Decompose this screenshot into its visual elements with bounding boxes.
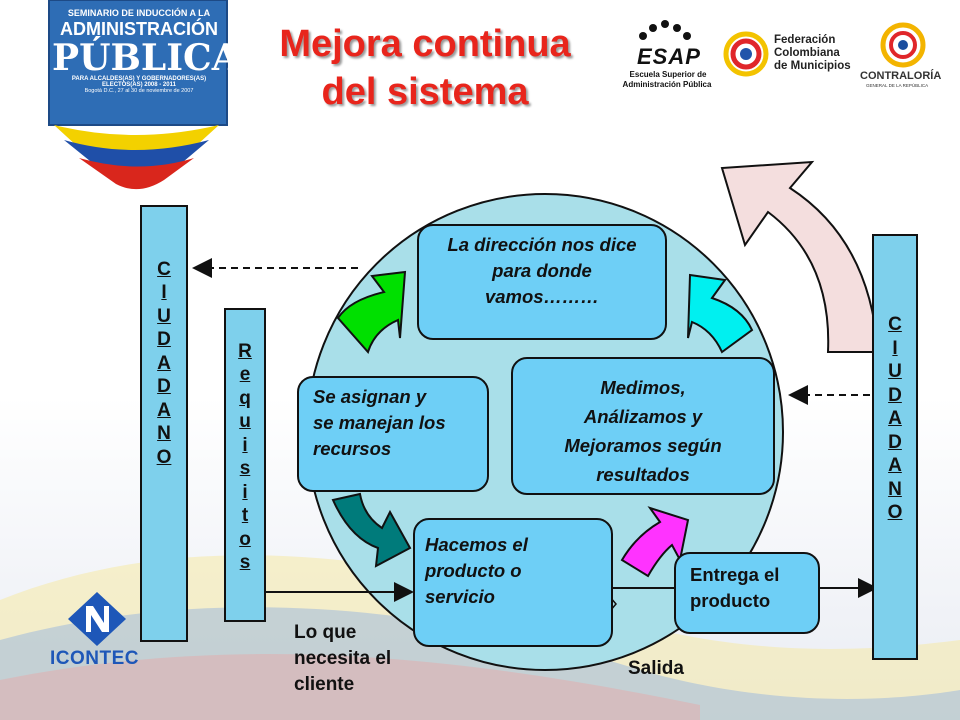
- requisitos-letter: R: [238, 340, 252, 362]
- lo-que-line3: cliente: [294, 674, 355, 695]
- seminar-line4: PARA ALCALDES(AS) Y GOBERNADORES(AS): [71, 76, 207, 82]
- lo-que-necesita-label: Lo que necesita el cliente: [294, 620, 391, 698]
- federacion-line1: Federación: [774, 34, 836, 46]
- ciudadano-right-letter: I: [892, 337, 898, 359]
- seminar-line2: ADMINISTRACIÓN: [60, 19, 218, 39]
- green-cycle-arrow: [336, 270, 407, 354]
- ciudadano-left-letter: C: [157, 258, 171, 280]
- recursos-line1: Se asignan y: [313, 386, 427, 407]
- icontec-n-icon: [68, 592, 126, 646]
- ciudadano-right-letter: D: [888, 431, 902, 453]
- recursos-line3: recursos: [313, 438, 392, 459]
- seminar-line5: ELECTOS(AS) 2008 - 2011: [102, 82, 176, 88]
- ciudadano-right-letter: U: [888, 361, 902, 383]
- card-medimos: Medimos, Análizamos y Mejoramos según re…: [511, 357, 775, 495]
- seminar-logo: SEMINARIO DE INDUCCIÓN A LA ADMINISTRACI…: [44, 0, 240, 200]
- ciudadano-left-letter: A: [157, 399, 171, 421]
- direccion-line3: vamos………: [484, 286, 600, 307]
- requisitos-letter: o: [239, 528, 251, 550]
- medimos-line3: Mejoramos según: [564, 435, 722, 456]
- ciudadano-right-letter: D: [888, 384, 902, 406]
- ciudadano-left-letter: D: [157, 376, 171, 398]
- icontec-wordmark: ICONTEC: [50, 648, 139, 669]
- entrega-line1: Entrega el: [690, 564, 780, 585]
- seminar-line6: Bogotá D.C., 27 al 30 de noviembre de 20…: [84, 88, 194, 94]
- contraloria-subtitle: GENERAL DE LA REPÚBLICA: [866, 83, 929, 88]
- direccion-line1: La dirección nos dice: [447, 234, 637, 255]
- recursos-line2: se manejan los: [313, 412, 446, 433]
- requisitos-letter: q: [239, 387, 251, 409]
- esap-figures-icon: [639, 20, 691, 40]
- magenta-cycle-arrow: [620, 506, 690, 578]
- federacion-line3: de Municipios: [774, 60, 851, 72]
- contraloria-emblem-icon: [880, 22, 926, 68]
- lo-que-line2: necesita el: [294, 648, 392, 669]
- ciudadano-left-letter: A: [157, 352, 171, 374]
- ciudadano-left-letter: N: [157, 423, 171, 445]
- federacion-line2: Colombiana: [774, 47, 840, 59]
- card-recursos: Se asignan y se manejan los recursos: [297, 376, 489, 492]
- lo-que-line1: Lo que: [294, 622, 357, 643]
- requisitos-letter: i: [242, 481, 248, 503]
- federacion-swirl-icon: [723, 31, 769, 77]
- medimos-line2: Análizamos y: [583, 406, 703, 427]
- contraloria-logo: CONTRALORÍA GENERAL DE LA REPÚBLICA: [858, 22, 954, 92]
- salida-label: Salida: [628, 658, 684, 679]
- hacemos-line3: servicio: [425, 586, 495, 607]
- ciudadano-left-letter: D: [157, 329, 171, 351]
- hacemos-line2: producto o: [425, 560, 522, 581]
- title-line1: Mejora continua: [279, 23, 571, 65]
- card-entrega: Entrega el producto: [674, 552, 820, 634]
- esap-line1: Escuela Superior de: [629, 70, 707, 79]
- direccion-line2: para donde: [492, 260, 592, 281]
- teal-cycle-arrow: [331, 492, 412, 568]
- page-title: Mejora continua del sistema: [255, 20, 595, 116]
- requisitos-letter: i: [242, 434, 248, 456]
- ciudadano-right-letter: C: [888, 314, 902, 336]
- card-hacemos: Hacemos el producto o servicio: [413, 518, 613, 647]
- esap-logo: ESAP Escuela Superior de Administración …: [615, 18, 715, 98]
- medimos-line4: resultados: [596, 464, 690, 485]
- ciudadano-left-letter: I: [161, 282, 167, 304]
- federacion-logo: Federación Colombiana de Municipios: [722, 30, 852, 85]
- seminar-line1: SEMINARIO DE INDUCCIÓN A LA: [67, 8, 211, 18]
- esap-line2: Administración Pública: [622, 80, 712, 89]
- requisitos-letter: e: [239, 364, 251, 385]
- ciudadano-right-letter: A: [888, 408, 902, 430]
- big-improvement-arrow: [720, 160, 880, 353]
- ciudadano-left-letter: O: [156, 446, 172, 468]
- requisitos-letter: s: [239, 552, 251, 573]
- icontec-logo: ICONTEC: [44, 590, 154, 670]
- cyan-cycle-arrow: [687, 273, 754, 354]
- medimos-line1: Medimos,: [600, 377, 686, 398]
- ciudadano-left-letter: U: [157, 305, 171, 327]
- hacemos-line1: Hacemos el: [425, 534, 528, 555]
- requisitos-letter: t: [241, 505, 249, 526]
- ciudadano-right-letter: A: [888, 455, 902, 477]
- ciudadano-right-letter: N: [888, 478, 902, 500]
- esap-wordmark: ESAP: [637, 44, 701, 69]
- requisitos-letter: u: [239, 411, 251, 432]
- contraloria-wordmark: CONTRALORÍA: [860, 70, 942, 82]
- entrega-line2: producto: [690, 590, 771, 611]
- ciudadano-right-letter: O: [887, 502, 903, 524]
- title-line2: del sistema: [321, 71, 529, 113]
- seminar-line3: PÚBLICA: [52, 37, 240, 79]
- card-direccion: La dirección nos dice para donde vamos………: [417, 224, 667, 340]
- requisitos-letter: s: [239, 458, 251, 479]
